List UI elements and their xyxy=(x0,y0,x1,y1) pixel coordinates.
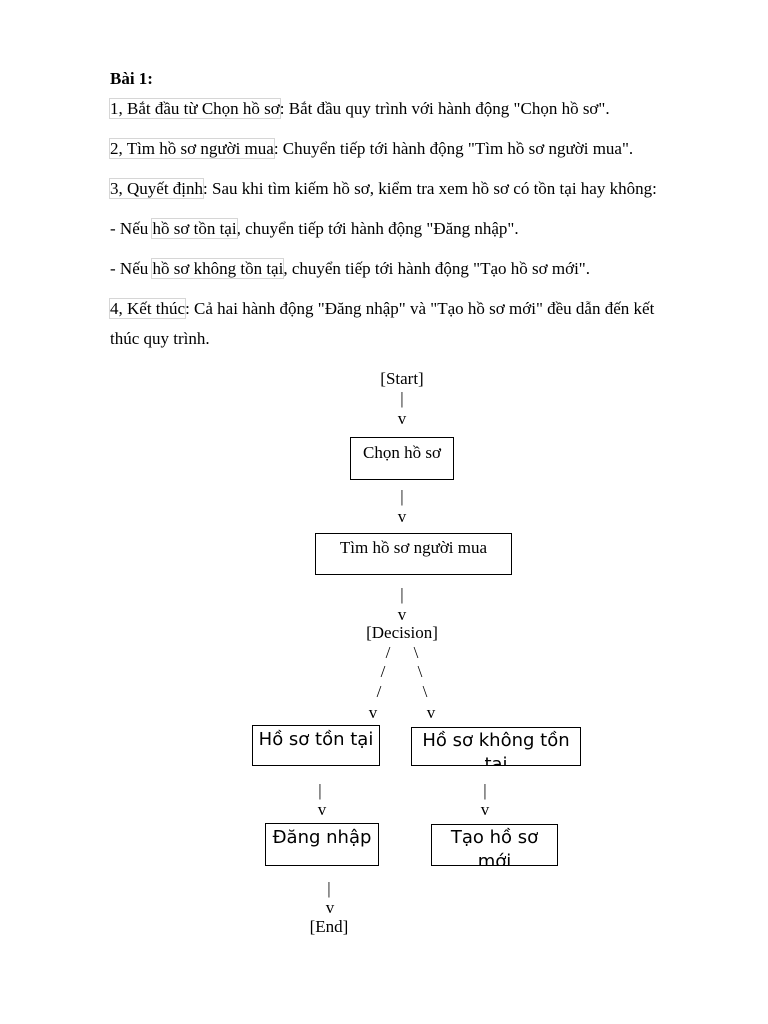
diagram-start: [Start] xyxy=(380,369,424,388)
connector-arrow: v xyxy=(325,898,335,917)
diagram-decision: [Decision] xyxy=(366,623,438,642)
step-3b-text: , chuyển tiếp tới hành động "Tạo hồ sơ m… xyxy=(283,259,590,278)
box-ho-so-ton-tai-label: Hồ sơ tồn tại xyxy=(258,729,374,750)
step-3b-ref: hồ sơ không tồn tại xyxy=(151,258,285,279)
connector-pipe: | xyxy=(400,389,404,408)
connector-pipe: | xyxy=(400,585,404,604)
step-3a: - Nếu hồ sơ tồn tại, chuyển tiếp tới hàn… xyxy=(110,214,519,244)
step-4-continuation: thúc quy trình. xyxy=(110,329,210,348)
step-4: 4, Kết thúc: Cả hai hành động "Đăng nhập… xyxy=(108,294,655,324)
step-3-ref: 3, Quyết định xyxy=(108,178,205,199)
step-1-text: : Bắt đầu quy trình với hành động "Chọn … xyxy=(279,99,610,118)
step-3-text: : Sau khi tìm kiếm hồ sơ, kiểm tra xem h… xyxy=(203,179,657,198)
box-chon-ho-so: Chọn hồ sơ xyxy=(350,437,454,480)
box-ho-so-khong-ton-tai: Hồ sơ không tồn tại xyxy=(411,727,581,766)
branch-left-slash: / xyxy=(380,662,386,681)
step-1-ref: 1, Bắt đầu từ Chọn hồ sơ xyxy=(109,98,281,119)
connector-pipe: | xyxy=(318,781,322,800)
step-3a-ref: hồ sơ tồn tại xyxy=(151,218,238,239)
branch-right-arrow: v xyxy=(426,703,436,722)
connector-pipe: | xyxy=(327,879,331,898)
step-2: 2, Tìm hồ sơ người mua: Chuyển tiếp tới … xyxy=(109,134,634,164)
step-2-text: : Chuyển tiếp tới hành động "Tìm hồ sơ n… xyxy=(273,139,634,158)
branch-left-slash: / xyxy=(376,682,382,701)
box-dang-nhap-label: Đăng nhập xyxy=(272,827,372,848)
connector-arrow: v xyxy=(480,800,490,819)
box-ho-so-khong-ton-tai-label: Hồ sơ không tồn tại xyxy=(422,730,570,766)
connector-arrow: v xyxy=(397,605,407,624)
connector-pipe: | xyxy=(400,487,404,506)
connector-arrow: v xyxy=(397,507,407,526)
box-tim-ho-so: Tìm hồ sơ người mua xyxy=(315,533,512,575)
step-3b-prefix: - Nếu xyxy=(110,259,153,278)
box-tao-ho-so-moi: Tạo hồ sơ mới xyxy=(431,824,558,866)
box-tim-ho-so-label: Tìm hồ sơ người mua xyxy=(339,538,488,557)
connector-pipe: | xyxy=(483,781,487,800)
connector-arrow: v xyxy=(397,409,407,428)
branch-right-backslash: \ xyxy=(413,643,419,662)
branch-right-backslash: \ xyxy=(422,682,428,701)
step-1: 1, Bắt đầu từ Chọn hồ sơ: Bắt đầu quy tr… xyxy=(109,94,610,124)
step-3a-text: , chuyển tiếp tới hành động "Đăng nhập". xyxy=(236,219,519,238)
box-ho-so-ton-tai: Hồ sơ tồn tại xyxy=(252,725,380,766)
exercise-heading: Bài 1: xyxy=(110,69,153,88)
connector-arrow: v xyxy=(317,800,327,819)
box-dang-nhap: Đăng nhập xyxy=(265,823,379,866)
branch-left-slash: / xyxy=(385,643,391,662)
diagram-end: [End] xyxy=(309,917,349,936)
box-chon-ho-so-label: Chọn hồ sơ xyxy=(363,443,441,462)
step-2-ref: 2, Tìm hồ sơ người mua xyxy=(109,138,275,159)
branch-right-backslash: \ xyxy=(417,662,423,681)
step-3: 3, Quyết định: Sau khi tìm kiếm hồ sơ, k… xyxy=(108,174,657,204)
step-4-ref: 4, Kết thúc xyxy=(108,298,187,319)
step-4-text: : Cả hai hành động "Đăng nhập" và "Tạo h… xyxy=(185,299,655,318)
step-3a-prefix: - Nếu xyxy=(110,219,153,238)
box-tao-ho-so-moi-label: Tạo hồ sơ mới xyxy=(450,827,539,866)
branch-left-arrow: v xyxy=(368,703,378,722)
step-3b: - Nếu hồ sơ không tồn tại, chuyển tiếp t… xyxy=(110,254,590,284)
